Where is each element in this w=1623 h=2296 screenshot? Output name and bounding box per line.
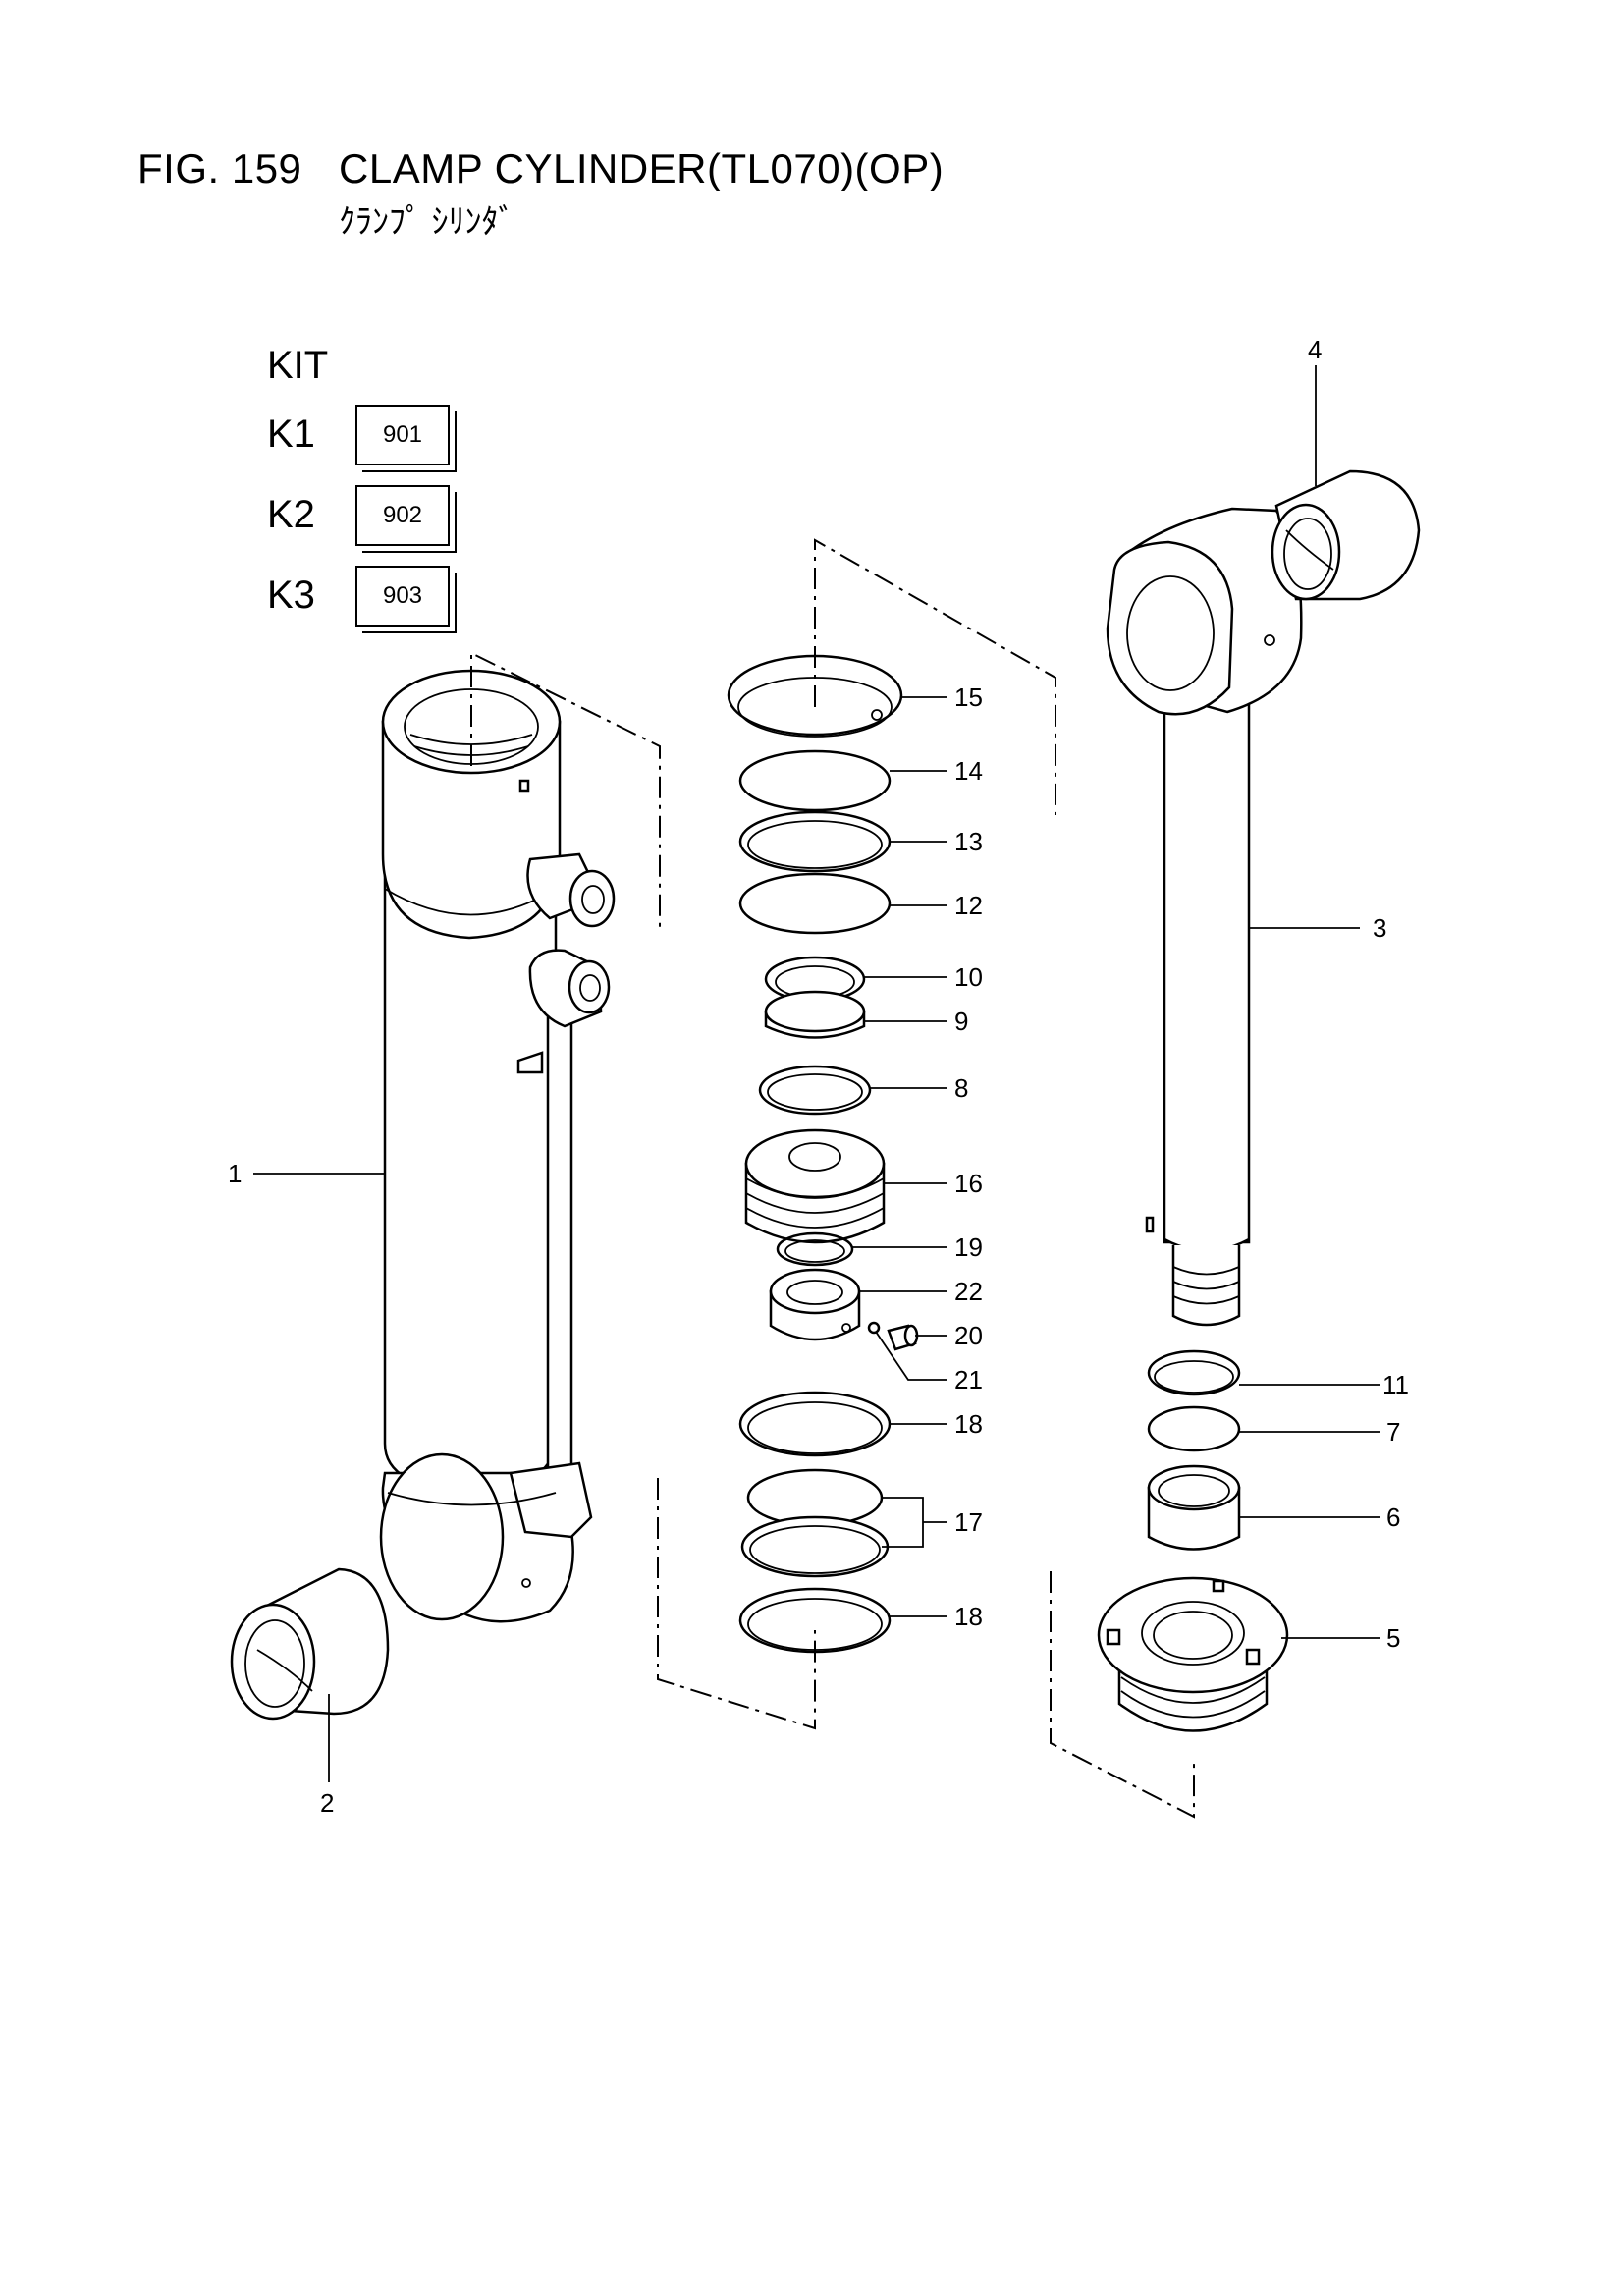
callout-8: 8 (954, 1073, 968, 1103)
part-9-seal (764, 990, 866, 1039)
kit-heading: KIT (267, 344, 329, 387)
callout-18-lower: 18 (954, 1602, 983, 1631)
callout-7: 7 (1386, 1417, 1400, 1447)
callout-9: 9 (954, 1007, 968, 1036)
part-17-seal-set (740, 1468, 890, 1578)
kit-code-902: 902 (355, 485, 450, 546)
callout-5: 5 (1386, 1623, 1400, 1653)
kit-code-903: 903 (355, 566, 450, 627)
callout-20: 20 (954, 1321, 983, 1350)
kit-code-901: 901 (355, 405, 450, 465)
callout-11: 11 (1382, 1370, 1409, 1399)
kit-label-k2: K2 (267, 493, 315, 536)
callout-16: 16 (954, 1169, 983, 1198)
callout-18-upper: 18 (954, 1409, 983, 1439)
part-14-ring (738, 749, 892, 812)
callout-2: 2 (320, 1788, 334, 1818)
callout-19: 19 (954, 1232, 983, 1262)
part-8-ring (758, 1065, 872, 1116)
callout-14: 14 (954, 756, 983, 786)
callout-6: 6 (1386, 1503, 1400, 1532)
leader-lines (253, 365, 1380, 1782)
part-12-ring (738, 872, 892, 935)
part-20-set-screw (887, 1324, 919, 1351)
part-11-wiper-ring (1147, 1349, 1241, 1396)
part-16-piston (744, 1128, 886, 1244)
callout-labels: 1 2 3 4 5 6 7 11 15 14 13 12 10 9 8 16 1… (228, 335, 1409, 1818)
part-7-ring (1147, 1405, 1241, 1452)
part-13-ring (738, 810, 892, 873)
part-6-bushing (1147, 1464, 1241, 1551)
callout-17: 17 (954, 1507, 983, 1537)
assembly-guide-lines (470, 538, 1195, 1819)
callout-10: 10 (954, 962, 983, 992)
callout-4: 4 (1308, 335, 1322, 364)
callout-22: 22 (954, 1277, 983, 1306)
part-4-bushing (1271, 469, 1421, 601)
part-22-nut (769, 1268, 861, 1341)
figure-number: FIG. 159 (137, 145, 302, 191)
callout-13: 13 (954, 827, 983, 856)
kit-label-k3: K3 (267, 574, 315, 617)
part-21-ball (867, 1321, 881, 1335)
figure-heading: FIG. 159 CLAMP CYLINDER(TL070)(OP) (137, 145, 944, 192)
part-2-bushing (230, 1567, 390, 1721)
part-5-cylinder-head (1097, 1576, 1289, 1732)
kit-label-k1: K1 (267, 412, 315, 456)
callout-3: 3 (1373, 913, 1386, 943)
part-1-cylinder-tube (379, 669, 616, 1623)
part-18-upper-ring (738, 1391, 892, 1457)
part-19-o-ring (776, 1231, 854, 1267)
figure-title: CLAMP CYLINDER(TL070)(OP) (339, 145, 945, 191)
callout-15: 15 (954, 683, 983, 712)
callout-21: 21 (954, 1365, 983, 1394)
callout-1: 1 (228, 1159, 242, 1188)
part-3-piston-rod (1106, 507, 1303, 1327)
callout-12: 12 (954, 891, 983, 920)
figure-subtitle: ｸﾗﾝﾌﾟ ｼﾘﾝﾀﾞ (339, 203, 515, 241)
